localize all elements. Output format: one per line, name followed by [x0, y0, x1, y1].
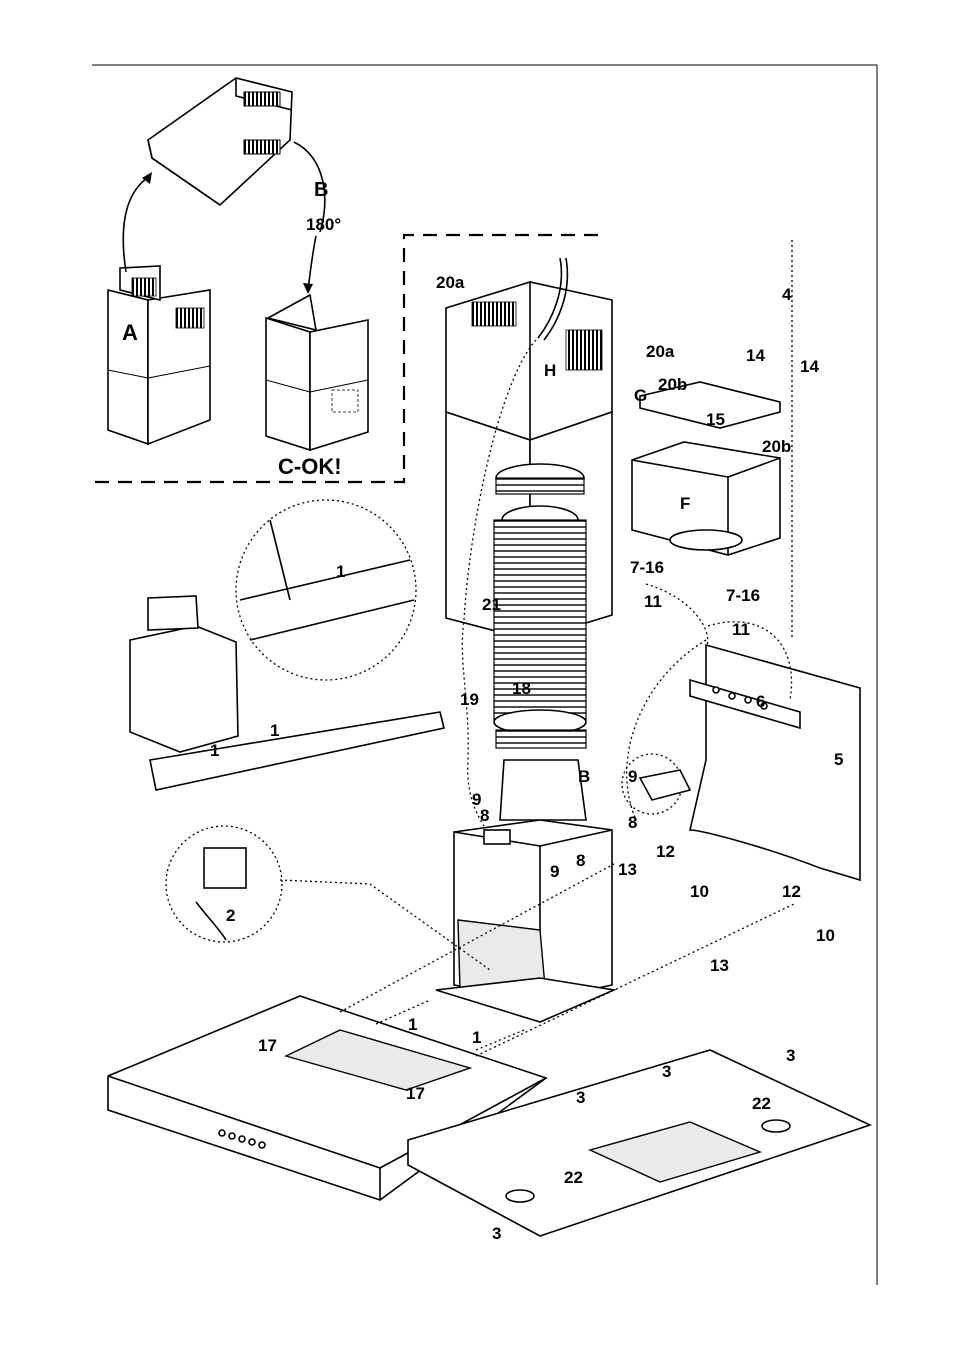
label-20a-right: 20a: [646, 342, 675, 361]
label-19: 19: [460, 690, 479, 709]
label-17-bottom: 17: [406, 1084, 425, 1103]
control-buttons: [218, 1129, 266, 1149]
motor-housing: [435, 819, 617, 1023]
label-20b-right: 20b: [762, 437, 791, 456]
label-b-small: B: [578, 767, 590, 786]
part-labels: A B 180° C-OK! H G F 20a 20a 20b 20b 14 …: [122, 179, 843, 1243]
label-1-canopy-left: 1: [210, 741, 219, 760]
label-22-left: 22: [564, 1168, 583, 1187]
label-7-16-a: 7-16: [630, 558, 664, 577]
label-14-left: 14: [746, 346, 765, 365]
label-1-hood-left: 1: [408, 1015, 417, 1034]
label-20b-top: 20b: [658, 375, 687, 394]
label-6: 6: [756, 692, 765, 711]
label-1-hood-right: 1: [472, 1028, 481, 1047]
label-9-a: 9: [472, 790, 481, 809]
label-7-16-b: 7-16: [726, 586, 760, 605]
flexible-duct-18: [493, 463, 587, 821]
canopy-with-motor: [129, 595, 445, 791]
label-1-canopy-right: 1: [270, 721, 279, 740]
label-8-c: 8: [576, 851, 585, 870]
label-2: 2: [226, 906, 235, 925]
label-15: 15: [706, 410, 725, 429]
label-10-b: 10: [816, 926, 835, 945]
label-9-c: 9: [550, 862, 559, 881]
wall-plate-5: [688, 643, 861, 882]
page-frame: [92, 64, 878, 1285]
label-8-a: 8: [480, 806, 489, 825]
label-h: H: [544, 361, 556, 380]
label-11-a: 11: [644, 592, 662, 611]
label-f: F: [680, 494, 690, 513]
label-3-left: 3: [576, 1088, 585, 1107]
chimney-cover-piece: [147, 77, 293, 207]
label-5: 5: [834, 750, 843, 769]
label-12-a: 12: [656, 842, 675, 861]
chimney-part-c: [265, 293, 369, 452]
label-11-b: 11: [732, 620, 750, 639]
label-18: 18: [512, 679, 531, 698]
label-a: A: [122, 320, 138, 345]
label-20a-left: 20a: [436, 273, 465, 292]
guide-lines: [339, 240, 795, 1057]
label-b-rotate: B: [314, 179, 328, 201]
label-8-b: 8: [628, 813, 637, 832]
label-3-top-right: 3: [786, 1046, 795, 1065]
label-13-b: 13: [710, 956, 729, 975]
label-12-b: 12: [782, 882, 801, 901]
label-10-a: 10: [690, 882, 709, 901]
connector-box: [638, 769, 692, 801]
wiring-detail-inset: [165, 825, 491, 971]
label-14-right: 14: [800, 357, 819, 376]
label-4: 4: [782, 285, 792, 304]
label-17-top: 17: [258, 1036, 277, 1055]
adapter-box-f: [631, 381, 781, 556]
clip-detail-inset: [235, 499, 417, 681]
label-1-clip: 1: [336, 562, 345, 581]
label-c-ok: C-OK!: [278, 454, 342, 479]
label-g: G: [634, 386, 647, 405]
chimney-part-a: [107, 265, 211, 446]
label-9-b: 9: [628, 767, 637, 786]
chimney-reversal-inset: [92, 77, 598, 484]
label-180-deg: 180°: [306, 215, 341, 234]
cable-19: [461, 339, 537, 827]
label-21: 21: [482, 595, 501, 614]
label-3-bottom: 3: [492, 1224, 501, 1243]
hood-underside: [407, 1049, 873, 1237]
label-13-a: 13: [618, 860, 637, 879]
label-3-top-mid: 3: [662, 1062, 671, 1081]
label-22-right: 22: [752, 1094, 771, 1113]
